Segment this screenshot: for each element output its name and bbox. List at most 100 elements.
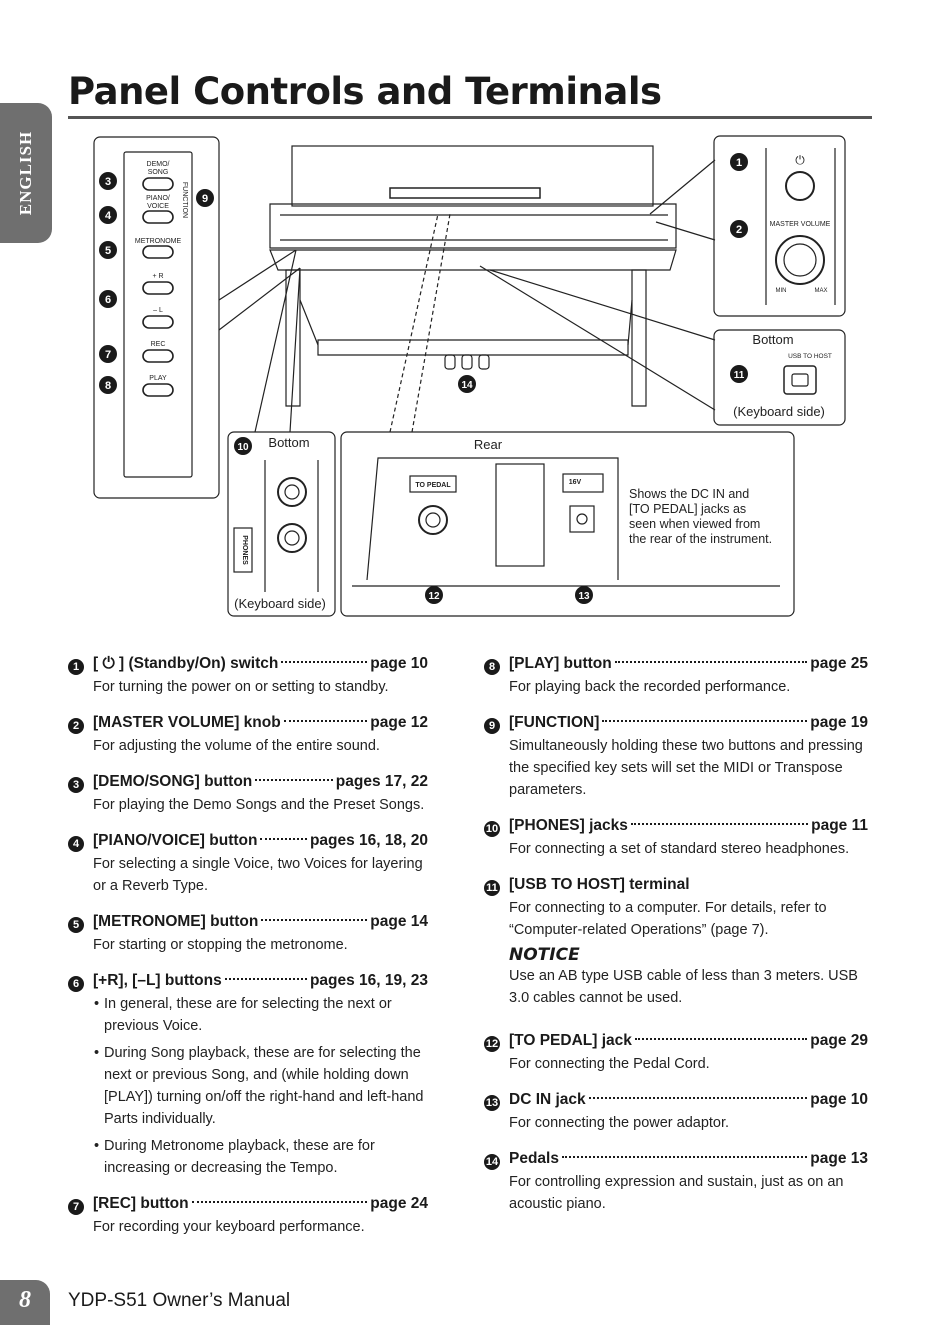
- master-volume-knob-inner: [783, 243, 817, 277]
- dc-in-jack-inner: [576, 513, 588, 525]
- page-number: 8: [19, 1287, 31, 1313]
- item-description: For connecting the power adaptor.: [509, 1115, 730, 1131]
- item-number: 4: [68, 836, 84, 852]
- plus-r-button: [142, 281, 174, 295]
- diag-num-6: 6: [105, 294, 111, 306]
- notice-text: Use an AB type USB cable of less than 3 …: [509, 968, 858, 1006]
- metronome-label: METRONOME: [135, 238, 182, 245]
- to-pedal-jack: [418, 505, 448, 535]
- power-panel-edges: [765, 148, 836, 305]
- rear-note-line-4: the rear of the instrument.: [629, 532, 772, 546]
- rear-note-line-3: seen when viewed from: [629, 517, 760, 531]
- item-page-ref: pages 16, 18, 20: [309, 832, 428, 849]
- item-title: [+R], [–L] buttons: [93, 972, 222, 989]
- item-number: 5: [68, 917, 84, 933]
- pedal-left: [444, 354, 456, 370]
- pointer-lines-rear: [389, 213, 451, 433]
- item-page-ref: page 19: [810, 714, 868, 731]
- item-description: For connecting a set of standard stereo …: [509, 841, 850, 857]
- minus-l-label: – L: [153, 307, 163, 314]
- rear-panel-title: Rear: [474, 437, 503, 452]
- item-page-ref: page 13: [810, 1150, 868, 1167]
- piano-music-rest: [291, 145, 654, 207]
- to-pedal-label: TO PEDAL: [415, 482, 451, 489]
- diag-num-2: 2: [736, 224, 742, 236]
- to-pedal-label-box: [409, 475, 457, 493]
- piano-keys: [280, 214, 668, 241]
- rear-note-line-1: Shows the DC IN and: [629, 487, 749, 501]
- language-tab: ENGLISH: [0, 103, 52, 243]
- item-description: For recording your keyboard performance.: [93, 1219, 365, 1235]
- piano-front-rail: [269, 249, 677, 271]
- item-page-ref: pages 17, 22: [335, 773, 428, 790]
- item-bullet: In general, these are for selecting the …: [68, 993, 428, 1037]
- diag-num-11: 11: [734, 370, 745, 381]
- min-label: MIN: [776, 288, 787, 294]
- left-panel-frame: [93, 136, 220, 499]
- item-description: For turning the power on or setting to s…: [93, 679, 389, 695]
- item-number: 14: [484, 1154, 500, 1170]
- item-number: 8: [484, 659, 500, 675]
- phones-panel-caption: (Keyboard side): [234, 596, 326, 611]
- pedal-center: [461, 354, 473, 370]
- item-number: 11: [484, 880, 500, 896]
- item-description: For selecting a single Voice, two Voices…: [93, 856, 423, 894]
- piano-keyboard-body: [269, 203, 677, 249]
- control-strip: [123, 151, 193, 478]
- rec-button: [142, 349, 174, 363]
- master-volume-label: MASTER VOLUME: [770, 221, 831, 228]
- item-page-ref: page 29: [810, 1032, 868, 1049]
- page-title: Panel Controls and Terminals: [68, 70, 662, 113]
- metronome-button: [142, 245, 174, 259]
- song-label: SONG: [148, 169, 169, 176]
- item-page-ref: page 10: [810, 1091, 868, 1108]
- item-description: For connecting the Pedal Cord.: [509, 1056, 710, 1072]
- item-number: 9: [484, 718, 500, 734]
- item-page-ref: pages 16, 19, 23: [309, 972, 428, 989]
- diag-num-3: 3: [105, 176, 111, 188]
- item-description: For connecting to a computer. For detail…: [509, 900, 827, 938]
- power-icon: ⏻: [795, 153, 805, 167]
- item-11: 11[USB TO HOST] terminal For connecting …: [484, 873, 868, 1009]
- item-number: 13: [484, 1095, 500, 1111]
- piano-side-lines: [299, 299, 633, 346]
- notice-title: NOTICE: [509, 945, 580, 965]
- page-number-tab: 8: [0, 1280, 50, 1325]
- item-number: 2: [68, 718, 84, 734]
- item-number: 12: [484, 1036, 500, 1052]
- usb-port: [783, 365, 817, 395]
- rear-panel-frame: [340, 431, 795, 617]
- diag-num-4: 4: [105, 210, 112, 222]
- dc-in-jack: [569, 505, 595, 533]
- diag-num-12: 12: [428, 591, 440, 602]
- demo-song-button: [142, 177, 174, 191]
- phones-jack-1: [277, 477, 307, 507]
- item-description: For playing the Demo Songs and the Prese…: [93, 797, 425, 813]
- diag-num-1: 1: [736, 157, 742, 169]
- phones-jack-2: [277, 523, 307, 553]
- phones-panel-title: Bottom: [268, 435, 309, 450]
- master-volume-knob: [775, 235, 825, 285]
- play-label: PLAY: [149, 375, 167, 382]
- phones-panel-edges: [264, 460, 319, 592]
- item-4: 4 [PIANO/VOICE] button pages 16, 18, 20 Fo…: [68, 829, 428, 897]
- item-title: [PHONES] jacks: [509, 817, 628, 834]
- diag-num-14: 14: [461, 380, 473, 391]
- usb-port-inner: [791, 373, 809, 387]
- rear-note-line-2: [TO PEDAL] jacks as: [629, 502, 746, 516]
- item-number: 7: [68, 1199, 84, 1215]
- item-title: [MASTER VOLUME] knob: [93, 714, 281, 731]
- item-page-ref: page 12: [370, 714, 428, 731]
- pointer-lines-power: [649, 159, 716, 241]
- manual-title: YDP-S51 Owner’s Manual: [68, 1290, 291, 1311]
- title-rule: [68, 116, 872, 119]
- item-title: [PIANO/VOICE] button: [93, 832, 258, 849]
- item-description: For playing back the recorded performanc…: [509, 679, 791, 695]
